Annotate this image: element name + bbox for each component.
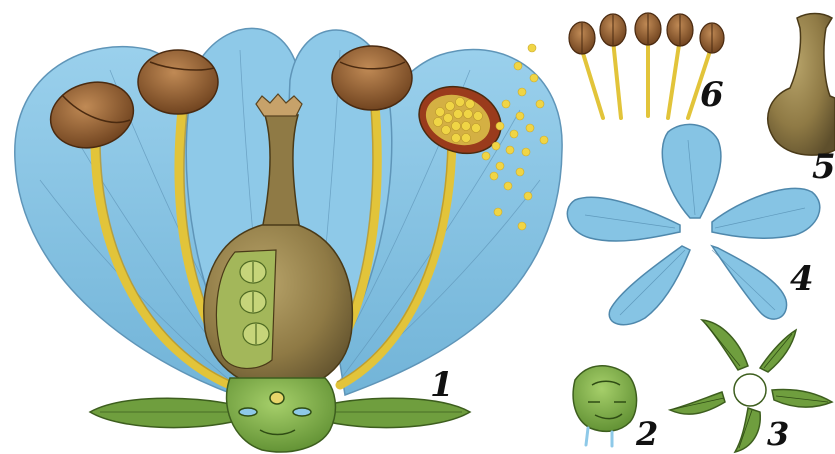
- label-whole-flower: 1: [430, 368, 454, 402]
- whole-flower: [15, 28, 562, 452]
- sepals-figure: [670, 320, 832, 452]
- sepal-left: [90, 398, 240, 427]
- label-receptacle: 2: [636, 418, 658, 450]
- pistil-figure: [768, 14, 835, 156]
- receptacle-figure: [573, 366, 636, 446]
- stigma: [256, 94, 302, 116]
- label-sepals: 3: [767, 418, 789, 450]
- label-stamens: 6: [700, 78, 724, 112]
- petals-figure: [567, 124, 819, 324]
- ovules: [240, 261, 269, 345]
- label-petals: 4: [790, 262, 814, 296]
- label-pistil: 5: [812, 150, 835, 184]
